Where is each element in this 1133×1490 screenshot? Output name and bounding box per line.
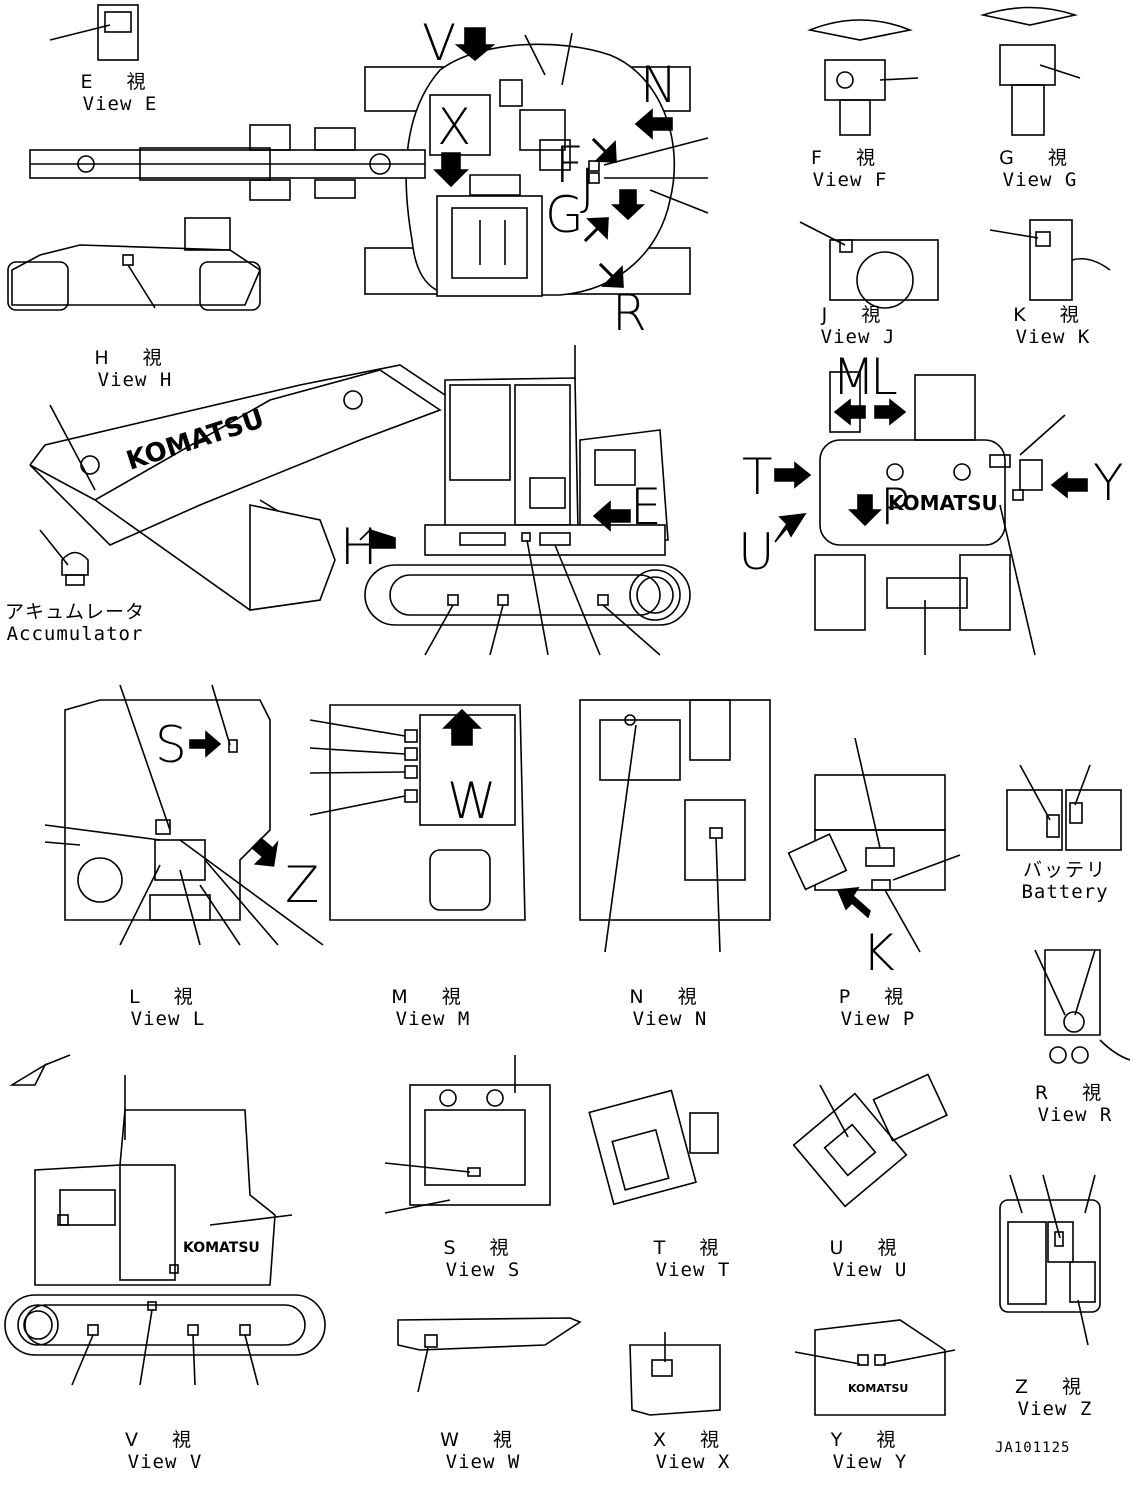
arrow-letter-m: M xyxy=(832,348,876,406)
drawing-code: JA101125 xyxy=(995,1440,1071,1456)
view-v-drawing: KOMATSU xyxy=(4,1054,326,1386)
arrow-letter-e: E xyxy=(630,478,662,536)
brand-logo-rear: KOMATSU xyxy=(888,491,998,515)
arrow-letter-w: W xyxy=(447,772,497,830)
arrow-letter-j: J xyxy=(580,158,595,216)
arrow-letter-k: K xyxy=(862,924,895,982)
brand-logo-view-y: KOMATSU xyxy=(848,1382,908,1395)
arrow-letter-l: L xyxy=(870,348,898,406)
view-e-drawing xyxy=(49,4,139,61)
arrow-letter-f: F xyxy=(555,136,584,194)
accumulator-drawing xyxy=(39,529,89,586)
view-y-drawing: KOMATSU xyxy=(794,1319,956,1416)
arrow-letter-n: N xyxy=(640,56,678,114)
view-l-drawing xyxy=(44,684,324,946)
arrow-letter-v: V xyxy=(422,14,457,72)
view-p-drawing xyxy=(787,737,961,953)
arrow-letter-p: P xyxy=(880,478,911,536)
arrow-letter-r: R xyxy=(612,284,647,342)
view-s-drawing xyxy=(384,1055,551,1214)
view-k-drawing xyxy=(989,219,1111,301)
view-g-drawing xyxy=(979,6,1081,136)
side-view-machine: KOMATSU xyxy=(29,345,691,656)
arrow-letter-t: T xyxy=(742,448,773,506)
view-r-drawing xyxy=(1034,949,1131,1064)
brand-logo-view-v: KOMATSU xyxy=(183,1240,260,1256)
view-n-drawing xyxy=(579,699,771,953)
counterweight-drawing xyxy=(7,217,261,311)
view-z-drawing xyxy=(999,1174,1101,1346)
arrow-letter-u: U xyxy=(738,523,775,581)
view-t-drawing xyxy=(588,1089,719,1206)
arrow-letter-h: H xyxy=(340,518,378,576)
top-view-machine xyxy=(29,27,709,297)
arrow-letter-g: G xyxy=(545,186,584,244)
arrow-letter-x: X xyxy=(437,98,472,156)
view-w-drawing xyxy=(397,1317,582,1393)
view-u-drawing xyxy=(792,1073,948,1208)
rear-view-machine: KOMATSU xyxy=(774,371,1088,656)
arrow-letter-y: Y xyxy=(1093,454,1124,512)
arrow-letter-z: Z xyxy=(285,856,320,914)
battery-drawing xyxy=(1006,764,1122,851)
view-f-drawing xyxy=(807,19,919,136)
arrow-letter-s: S xyxy=(155,716,187,774)
view-m-drawing xyxy=(309,704,526,921)
view-j-drawing xyxy=(799,221,939,309)
view-x-drawing xyxy=(629,1332,721,1416)
